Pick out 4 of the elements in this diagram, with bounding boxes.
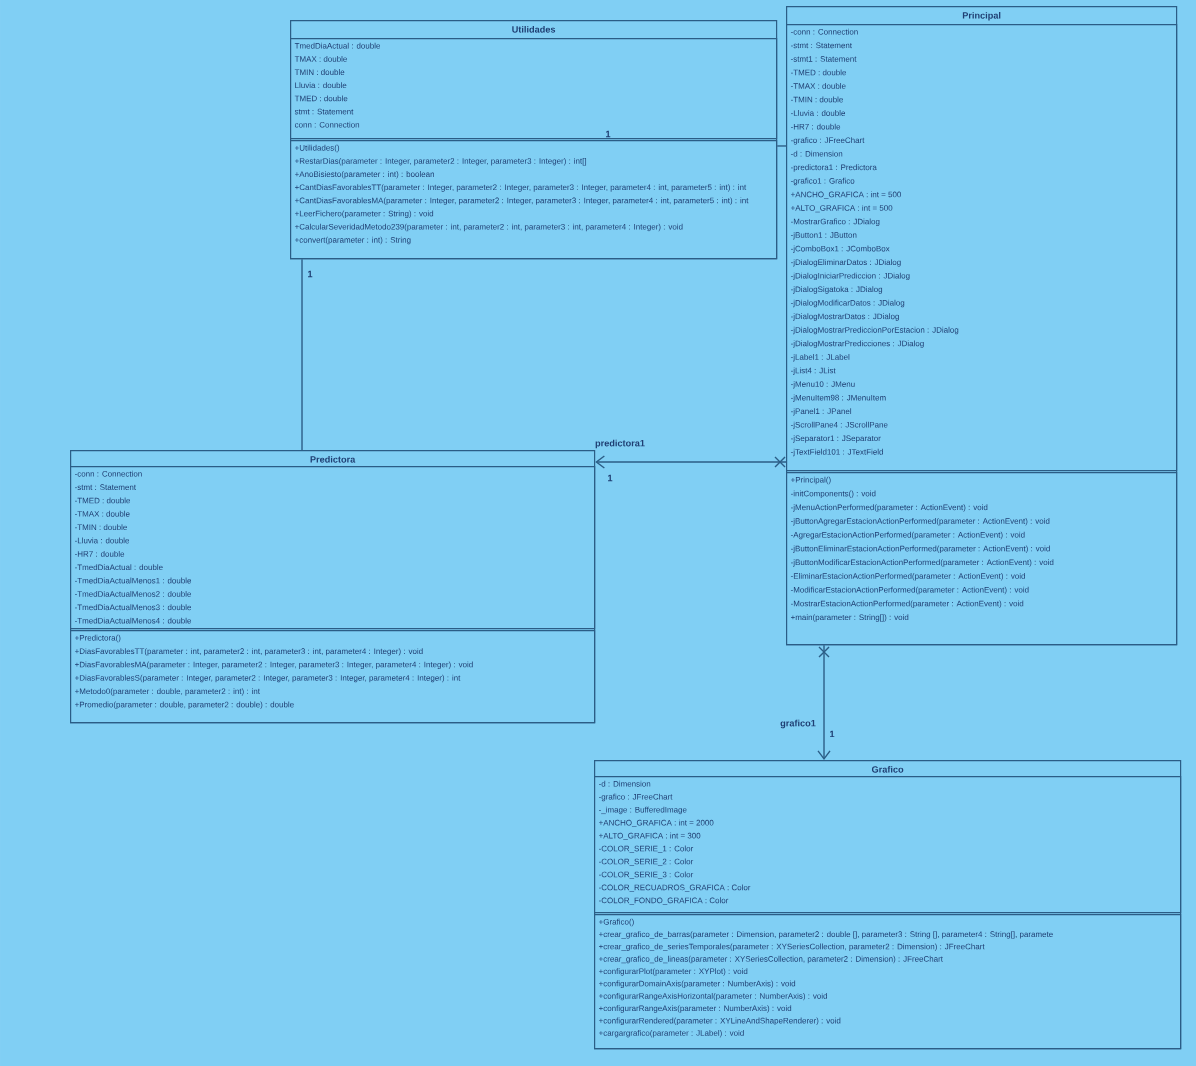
association-line — [776, 145, 787, 147]
association-arrow — [817, 644, 831, 760]
association-line — [301, 258, 303, 451]
association-arrow — [595, 455, 787, 469]
